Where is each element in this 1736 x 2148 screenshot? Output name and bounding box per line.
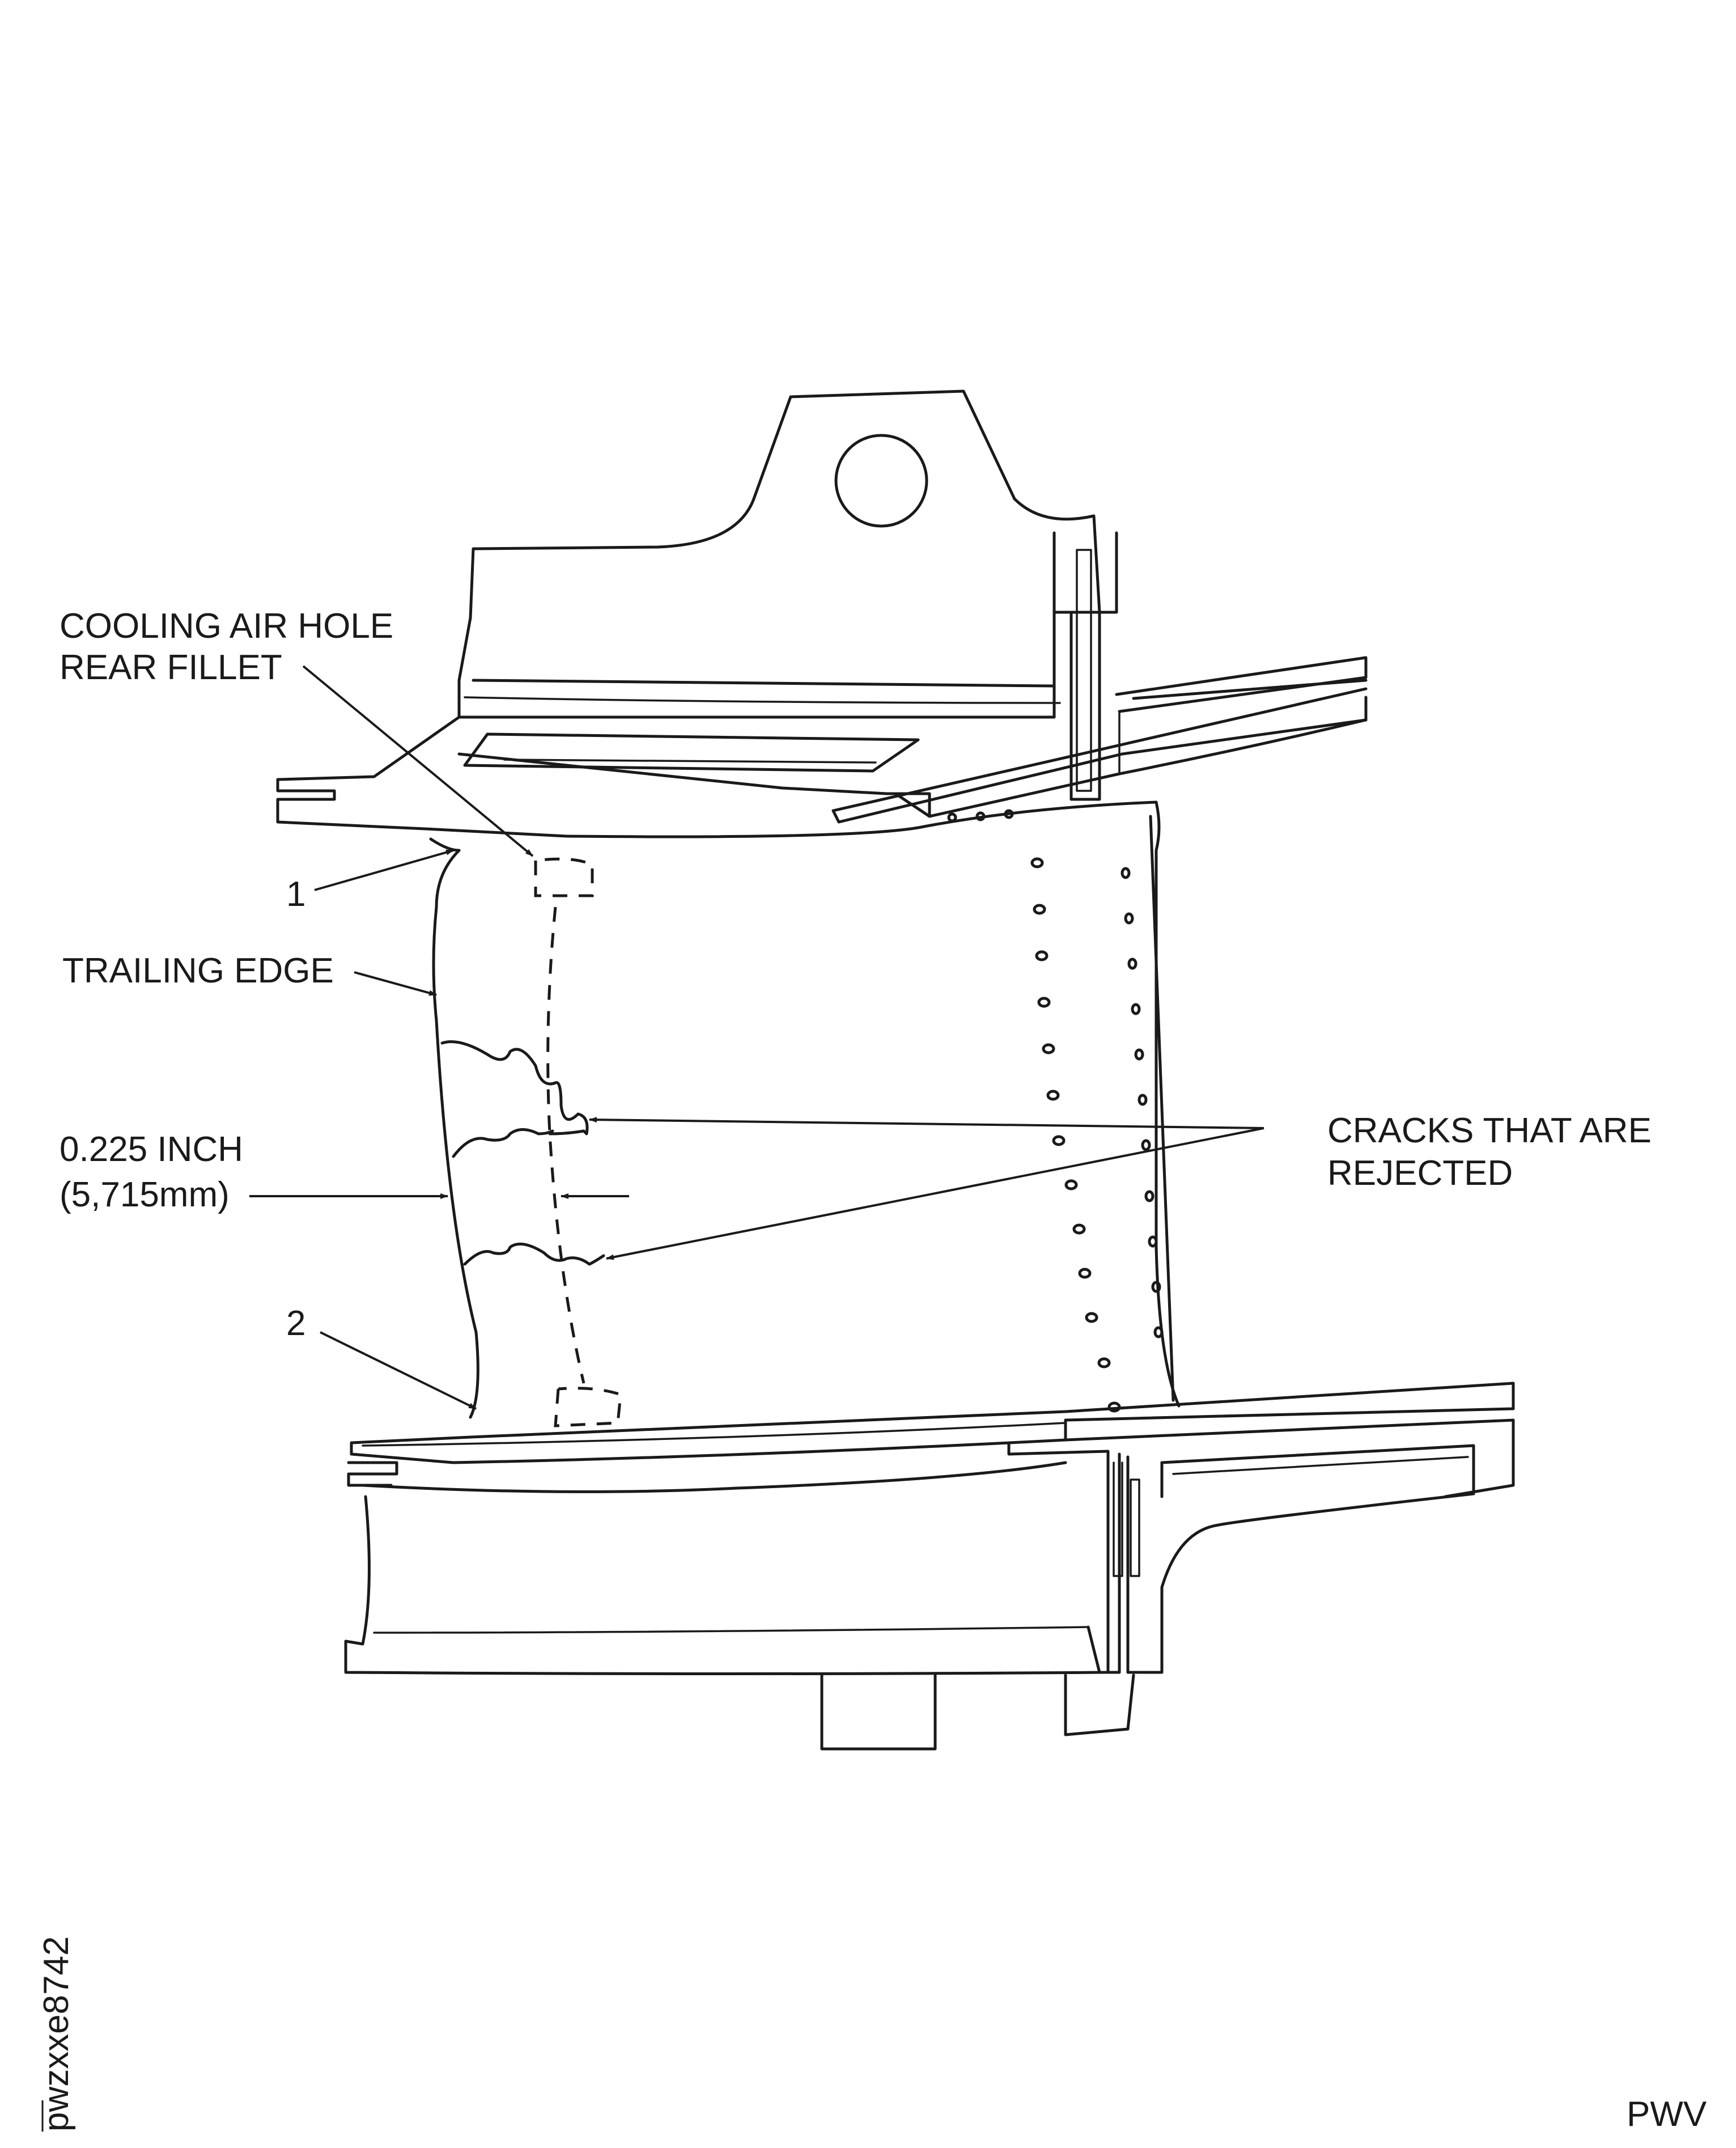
- source-tag: PWV: [1627, 2095, 1707, 2134]
- bottom-seal-rail: [1106, 1452, 1475, 1674]
- bottom-platform: [347, 1382, 1515, 1498]
- callout-leaders: [249, 665, 1264, 1410]
- cooling-air-hole-label-line2: REAR FILLET: [60, 648, 282, 687]
- top-cooling-holes-row: [947, 809, 1014, 823]
- dimension-label-line2: (5,715mm): [60, 1175, 230, 1214]
- callout-1-label: 1: [286, 875, 305, 914]
- dimension-label-line1: 0.225 INCH: [60, 1130, 243, 1169]
- cracks-label-line2: REJECTED: [1327, 1154, 1513, 1193]
- airfoil: [429, 800, 1181, 1419]
- figure-id: pwzxxe8742: [37, 1936, 76, 2132]
- trailing-edge-label: TRAILING EDGE: [62, 951, 334, 990]
- top-seal-rail: [1052, 531, 1118, 801]
- top-mounting-lug: [457, 389, 1101, 719]
- rejected-cracks: [440, 1040, 605, 1266]
- cooling-air-hole-label-line1: COOLING AIR HOLE: [60, 607, 393, 646]
- lug-bolt-hole: [834, 434, 928, 528]
- trailing-edge-cooling-holes: [1030, 857, 1164, 1413]
- cracks-label-line1: CRACKS THAT ARE: [1327, 1111, 1652, 1150]
- callout-2-label: 2: [286, 1304, 305, 1343]
- trailing-edge-outline: [1154, 800, 1181, 1408]
- blade-root: [344, 1495, 1135, 1751]
- cooling-air-hole-fillets: [534, 857, 622, 1427]
